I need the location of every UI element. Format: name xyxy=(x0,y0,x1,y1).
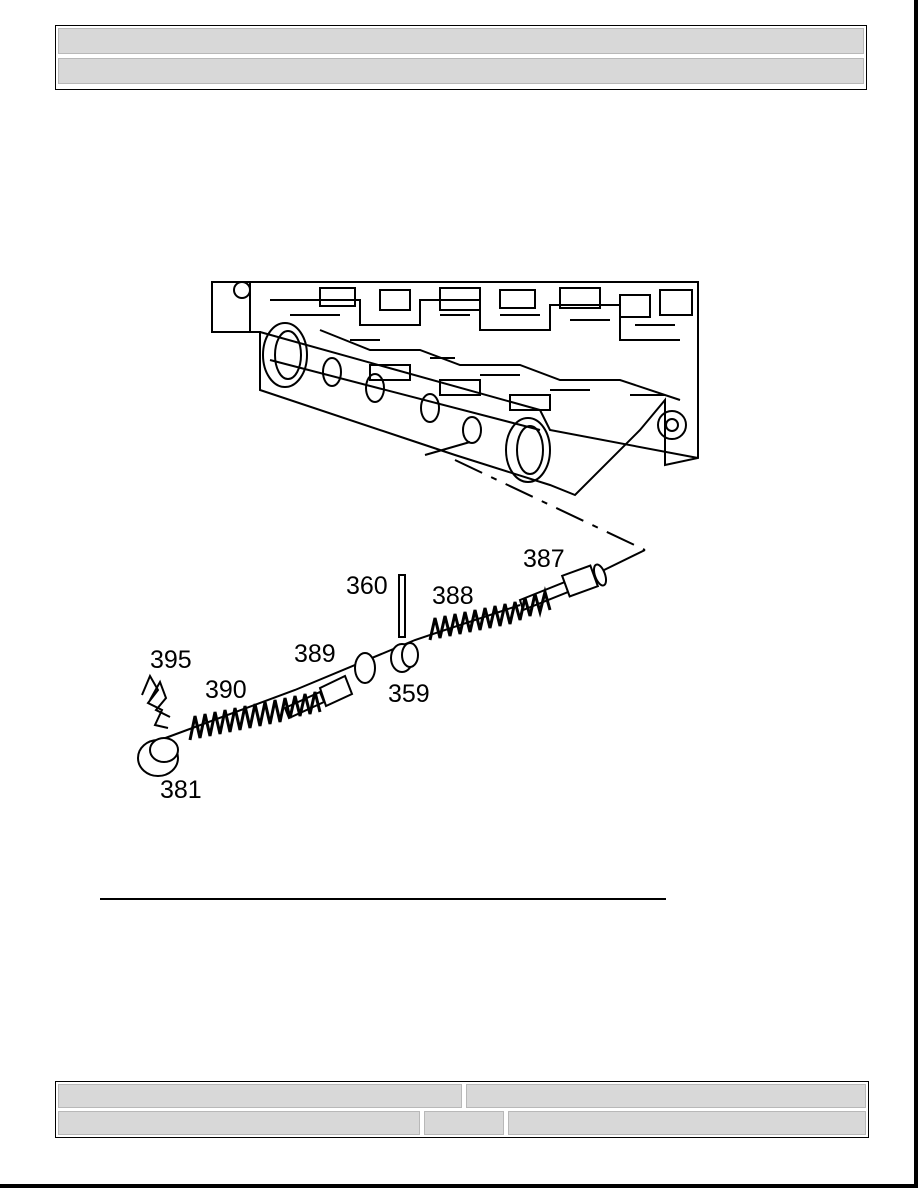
footer-row-bottom xyxy=(58,1111,866,1135)
callout-390: 390 xyxy=(205,676,247,704)
footer-row-top xyxy=(58,1084,866,1108)
page-header xyxy=(55,25,867,90)
header-title-row xyxy=(58,28,864,54)
valve-389 xyxy=(283,652,376,720)
retainer-clip-395 xyxy=(141,673,171,729)
footer-cell xyxy=(58,1084,462,1108)
callout-360: 360 xyxy=(346,572,388,600)
callout-395: 395 xyxy=(150,646,192,674)
callout-388: 388 xyxy=(432,582,474,610)
valve-body-exploded-diagram: 387 360 388 389 395 390 359 381 xyxy=(137,281,699,804)
footer-cell xyxy=(58,1111,420,1135)
pin-360 xyxy=(398,574,406,638)
callout-359: 359 xyxy=(388,680,430,708)
header-subtitle-row xyxy=(58,58,864,84)
callout-387: 387 xyxy=(523,545,565,573)
spring-388 xyxy=(428,586,552,641)
spring-390 xyxy=(188,691,322,741)
page-footer xyxy=(55,1081,869,1138)
callout-389: 389 xyxy=(294,640,336,668)
footer-cell xyxy=(466,1084,866,1108)
callout-381: 381 xyxy=(160,776,202,804)
bore-plug-381 xyxy=(137,737,179,777)
footer-cell xyxy=(424,1111,504,1135)
valve-body-casting xyxy=(211,281,699,497)
section-divider xyxy=(100,898,666,900)
sleeve-359 xyxy=(390,642,419,673)
footer-cell xyxy=(508,1111,866,1135)
